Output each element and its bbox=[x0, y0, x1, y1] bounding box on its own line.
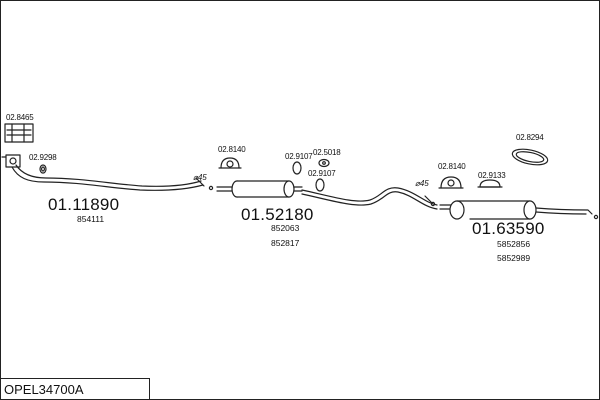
middle-silencer-oem-number: 852817 bbox=[271, 238, 300, 248]
fitting-kit-label: 02.8465 bbox=[6, 113, 34, 122]
middle-silencer-icon bbox=[216, 180, 303, 198]
gasket-icon bbox=[39, 164, 47, 174]
rubber-hanger-icon bbox=[218, 157, 242, 169]
clamp-a-label: 02.9107 bbox=[285, 152, 313, 161]
connector-icon bbox=[424, 195, 433, 204]
front-pipe-part-number: 01.11890 bbox=[48, 195, 120, 214]
clamp-icon bbox=[318, 158, 330, 168]
front-flange-icon bbox=[1, 154, 21, 168]
middle-silencer-oem-number: 852063 bbox=[271, 223, 300, 233]
fitting-kit-icon bbox=[4, 123, 34, 143]
clamp-icon bbox=[315, 178, 325, 192]
rear-silencer-oem-number: 5852856 bbox=[497, 239, 531, 249]
clamp-b-label: 02.5018 bbox=[313, 148, 341, 157]
middle-silencer-part-number: 01.52180 bbox=[241, 205, 314, 224]
diameter-front-label: ⌀45 bbox=[193, 173, 207, 182]
rubber-hanger-icon bbox=[438, 176, 464, 189]
middle-pipe-icon bbox=[301, 187, 438, 210]
clamp-c-label: 02.9107 bbox=[308, 169, 336, 178]
clamp-icon bbox=[292, 161, 302, 175]
sealing-ring-icon bbox=[511, 148, 549, 166]
ring-rear-label: 02.8294 bbox=[516, 133, 544, 142]
rear-silencer-oem-number: 5852989 bbox=[497, 253, 531, 263]
gasket-front-label: 02.9298 bbox=[29, 153, 57, 162]
front-pipe-icon bbox=[11, 164, 205, 191]
connector-icon bbox=[430, 201, 436, 207]
rear-silencer-part-number: 01.63590 bbox=[472, 219, 545, 238]
model-code-label: OPEL34700A bbox=[0, 378, 150, 399]
connector-icon bbox=[208, 185, 214, 191]
front-pipe-oem-number: 854111 bbox=[77, 214, 105, 224]
rubber-rear-label: 02.9133 bbox=[478, 171, 506, 180]
rear-silencer-icon bbox=[439, 200, 599, 220]
hanger-rear-label: 02.8140 bbox=[438, 162, 466, 171]
hanger-middle-label: 02.8140 bbox=[218, 145, 246, 154]
diameter-rear-label: ⌀45 bbox=[415, 179, 429, 188]
rubber-mount-icon bbox=[477, 179, 503, 188]
